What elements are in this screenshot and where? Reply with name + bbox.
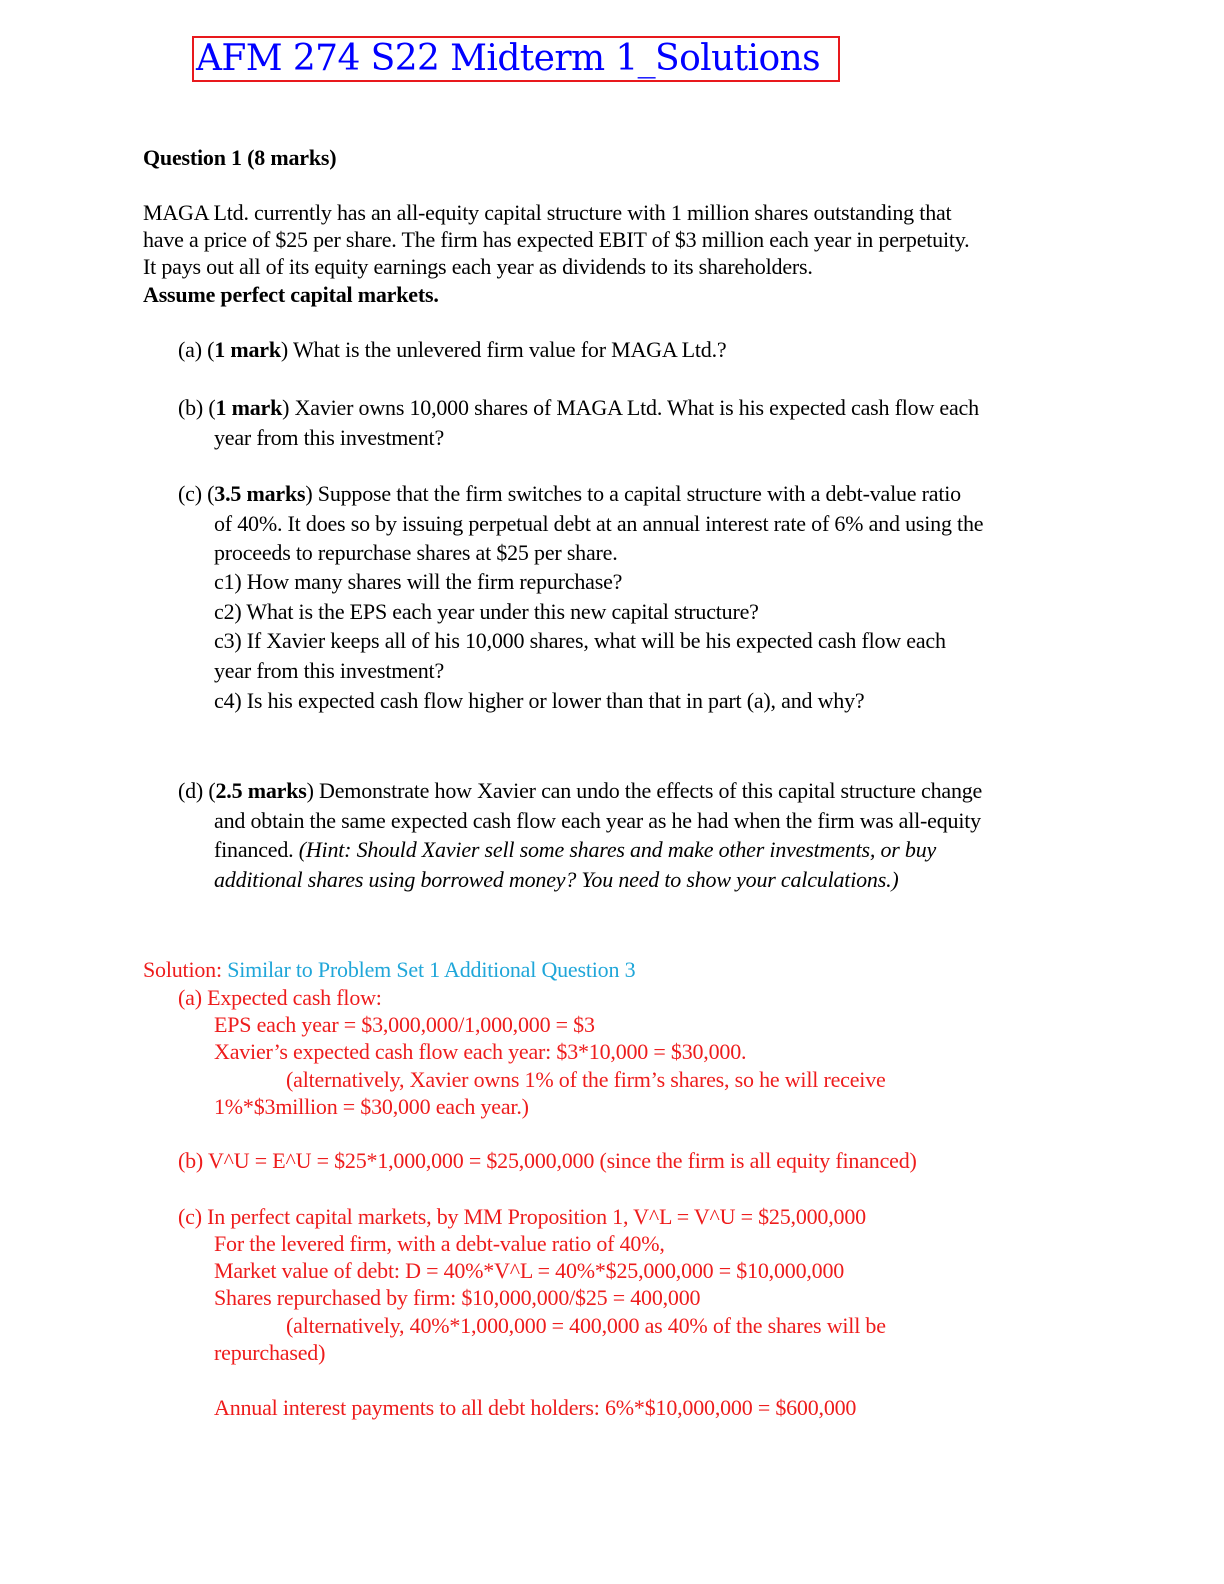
solution-b-label: (b)	[178, 1148, 204, 1173]
part-d-text-3: financed. (Hint: Should Xavier sell some…	[214, 836, 936, 863]
solution-a-text-4: (alternatively, Xavier owns 1% of the fi…	[286, 1067, 886, 1092]
solution-c: (c) In perfect capital markets, by MM Pr…	[178, 1203, 866, 1230]
solution-c-text-3: Market value of debt: D = 40%*V^L = 40%*…	[214, 1258, 845, 1283]
part-b-label: (b)	[178, 395, 204, 420]
part-a-text: What is the unlevered firm value for MAG…	[292, 337, 727, 362]
part-c-text-1: Suppose that the firm switches to a capi…	[317, 481, 961, 506]
part-c3-cont: year from this investment?	[214, 658, 445, 683]
part-b-marks: 1 mark	[215, 395, 283, 420]
part-c4: c4) Is his expected cash flow higher or …	[214, 688, 865, 713]
part-c-text-2: of 40%. It does so by issuing perpetual …	[214, 511, 984, 536]
part-d-text-3-plain: financed.	[214, 837, 299, 862]
solution-b: (b) V^U = E^U = $25*1,000,000 = $25,000,…	[178, 1147, 917, 1174]
solution-a: (a) Expected cash flow:	[178, 984, 382, 1011]
part-b: (b) (1 mark) Xavier owns 10,000 shares o…	[178, 395, 980, 420]
part-c2: c2) What is the EPS each year under this…	[214, 599, 759, 624]
solution-c-text-7: Annual interest payments to all debt hol…	[214, 1395, 857, 1420]
solution-a-text-2: EPS each year = $3,000,000/1,000,000 = $…	[214, 1012, 595, 1037]
part-d-hint-1: (Hint: Should Xavier sell some shares an…	[298, 837, 937, 862]
part-d-hint-2: additional shares using borrowed money? …	[214, 867, 899, 892]
part-c-label: (c)	[178, 481, 202, 506]
solution-c-text-1: In perfect capital markets, by MM Propos…	[207, 1204, 866, 1229]
document-title: AFM 274 S22 Midterm 1_Solutions	[192, 36, 840, 82]
part-c1: c1) How many shares will the firm repurc…	[214, 569, 623, 594]
part-c-marks: 3.5 marks	[214, 481, 306, 506]
solution-c-text-2: For the levered firm, with a debt-value …	[214, 1231, 665, 1256]
solution-a-label: (a)	[178, 985, 202, 1010]
solution-c-label: (c)	[178, 1204, 202, 1229]
part-c-text-3: proceeds to repurchase shares at $25 per…	[214, 540, 618, 565]
solution-label: Solution:	[143, 957, 222, 982]
solution-c-text-5: (alternatively, 40%*1,000,000 = 400,000 …	[286, 1313, 886, 1338]
solution-c-text-6: repurchased)	[214, 1340, 326, 1365]
solution-b-text: V^U = E^U = $25*1,000,000 = $25,000,000 …	[207, 1148, 917, 1173]
part-b-text-1: Xavier owns 10,000 shares of MAGA Ltd. W…	[294, 395, 980, 420]
part-d-text-2: and obtain the same expected cash flow e…	[214, 808, 981, 833]
part-d-marks: 2.5 marks	[215, 778, 307, 803]
part-b-text-2: year from this investment?	[214, 425, 445, 450]
part-c3: c3) If Xavier keeps all of his 10,000 sh…	[214, 628, 946, 653]
intro-line-3: It pays out all of its equity earnings e…	[143, 254, 813, 279]
solution-a-text-5: 1%*$3million = $30,000 each year.)	[214, 1094, 529, 1119]
question-heading: Question 1 (8 marks)	[143, 145, 337, 170]
solution-a-text-1: Expected cash flow:	[207, 985, 382, 1010]
part-d-label: (d)	[178, 778, 204, 803]
intro-line-1: MAGA Ltd. currently has an all-equity ca…	[143, 200, 952, 225]
part-a-marks: 1 mark	[214, 337, 281, 362]
part-a-label: (a)	[178, 337, 202, 362]
solution-header: Solution: Similar to Problem Set 1 Addit…	[143, 956, 636, 983]
solution-reference: Similar to Problem Set 1 Additional Ques…	[227, 957, 636, 982]
assumption-text: Assume perfect capital markets.	[143, 282, 439, 307]
solution-c-text-4: Shares repurchased by firm: $10,000,000/…	[214, 1285, 701, 1310]
part-d-text-1: Demonstrate how Xavier can undo the effe…	[319, 778, 983, 803]
solution-a-text-3: Xavier’s expected cash flow each year: $…	[214, 1039, 747, 1064]
part-c: (c) (3.5 marks) Suppose that the firm sw…	[178, 481, 961, 506]
intro-line-2: have a price of $25 per share. The firm …	[143, 227, 970, 252]
part-a: (a) (1 mark) What is the unlevered firm …	[178, 337, 727, 362]
part-d: (d) (2.5 marks) Demonstrate how Xavier c…	[178, 778, 983, 803]
